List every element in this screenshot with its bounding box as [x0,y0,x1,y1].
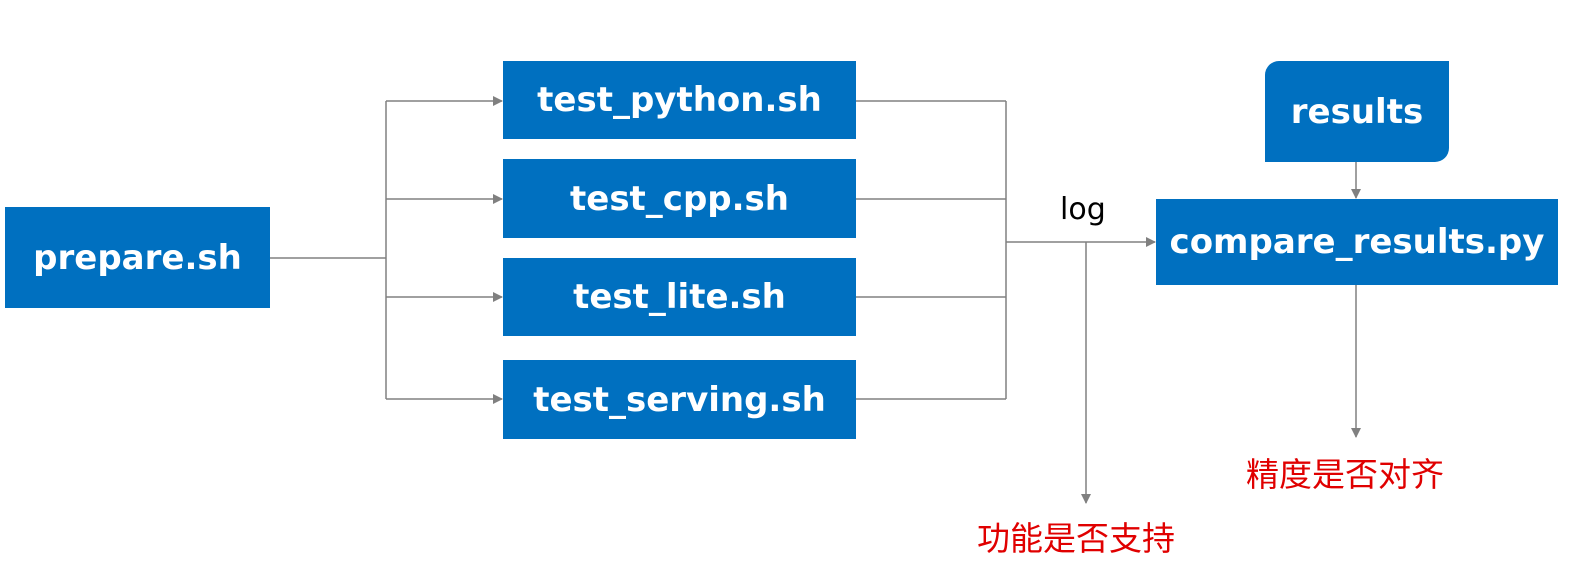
node-compare-results: compare_results.py [1156,199,1558,285]
node-test-python: test_python.sh [503,61,856,139]
node-test-cpp: test_cpp.sh [503,159,856,238]
node-results: results [1265,61,1449,162]
outcome-function-support: 功能是否支持 [977,519,1175,558]
edge-label-log: log [1060,192,1106,227]
node-test-serving: test_serving.sh [503,360,856,439]
outcome-accuracy-alignment: 精度是否对齐 [1246,455,1444,494]
node-test-lite: test_lite.sh [503,258,856,336]
node-prepare: prepare.sh [5,207,270,308]
